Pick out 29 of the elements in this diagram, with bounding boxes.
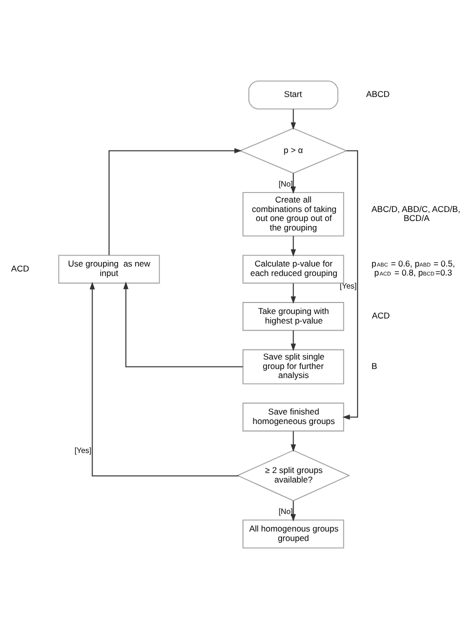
arrow — [108, 148, 242, 256]
node-diamond: p > α — [239, 128, 348, 174]
node-box: Save finished homogeneous groups — [242, 402, 344, 432]
node-label: B — [372, 360, 378, 371]
node-label: ACD — [372, 310, 390, 321]
arrow — [290, 236, 296, 257]
arrow — [290, 173, 296, 194]
node-box: Calculate p-value for each reduced grouping — [242, 254, 344, 284]
arrow — [290, 431, 296, 452]
node-label: ABC/D, ABD/C, ACD/B, BCD/A — [372, 204, 460, 224]
arrow — [290, 283, 296, 304]
node-label: ABCD — [366, 89, 390, 100]
node-box: Save split single group for further analysis — [242, 349, 344, 384]
node-box: Start — [248, 80, 338, 110]
arrow — [290, 330, 296, 352]
node-label: ACD — [11, 263, 30, 274]
arrow — [290, 501, 296, 522]
edge-label: [No] — [278, 179, 293, 188]
edge-label: [Yes] — [340, 282, 357, 291]
node-box: All homogenous groups grouped — [242, 520, 344, 548]
arrow — [90, 282, 238, 476]
edge-label: [Yes] — [74, 446, 92, 456]
edge-label: [No] — [278, 506, 293, 516]
node-box: Create all combinations of taking out one group out of the grouping — [242, 192, 344, 236]
node-box: Use grouping as new input — [58, 254, 160, 284]
arrow — [123, 282, 243, 368]
node-box: Take grouping with highest p-value — [242, 302, 344, 331]
arrow — [290, 109, 296, 130]
node-diamond: ≥ 2 split groups available? — [236, 450, 350, 502]
